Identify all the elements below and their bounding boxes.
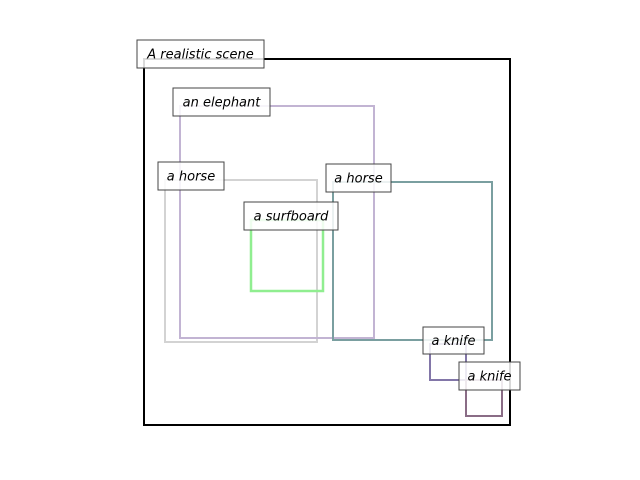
knife-2-label: a knife — [458, 361, 521, 391]
horse-1-label: a horse — [157, 161, 225, 191]
knife-1-label-text: a knife — [431, 334, 475, 349]
knife-2-label-text: a knife — [467, 370, 511, 385]
knife-1-label: a knife — [422, 326, 485, 355]
elephant-box — [179, 105, 375, 339]
scene-label-text: A realistic scene — [146, 48, 253, 63]
scene-label-box — [136, 39, 265, 69]
surfboard-label-box — [243, 201, 339, 231]
horse-2-label-box — [325, 163, 392, 193]
scene-frame — [143, 58, 511, 426]
knife-2-label-box — [458, 361, 521, 391]
surfboard-box — [249, 218, 325, 293]
surfboard-label-text: a surfboard — [254, 210, 330, 225]
knife-1-label-box — [422, 326, 485, 355]
horse-2-box — [332, 181, 493, 341]
surfboard-label: a surfboard — [243, 201, 339, 231]
elephant-label-text: an elephant — [183, 96, 262, 111]
horse-1-label-text: a horse — [167, 170, 215, 185]
horse-1-box — [164, 179, 318, 343]
elephant-label: an elephant — [172, 87, 271, 117]
elephant-label-box — [172, 87, 271, 117]
horse-2-label-text: a horse — [334, 172, 382, 187]
horse-2-label: a horse — [325, 163, 392, 193]
scene-label: A realistic scene — [136, 39, 265, 69]
horse-1-label-box — [157, 161, 225, 191]
